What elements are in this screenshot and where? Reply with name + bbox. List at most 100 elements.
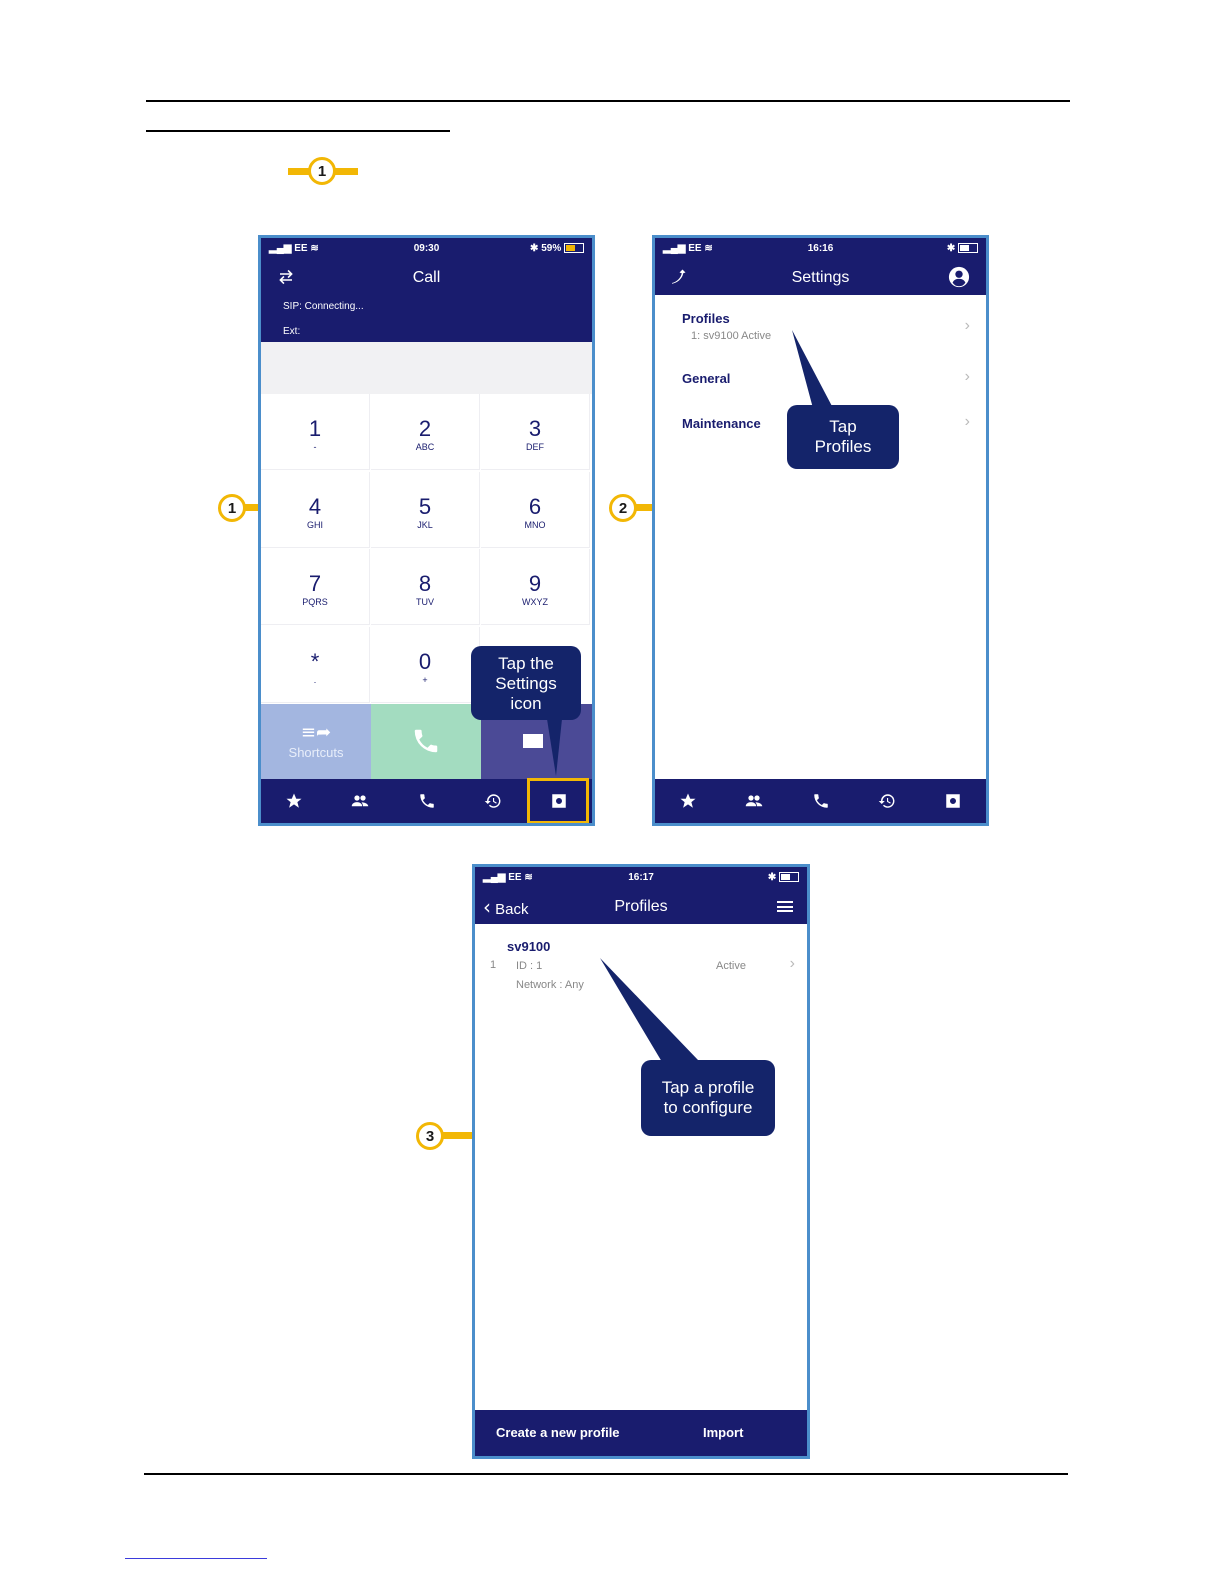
tab-bar (655, 779, 986, 823)
dial-key[interactable]: 0+ (371, 626, 480, 703)
dial-key[interactable]: 1- (261, 394, 370, 470)
bluetooth-icon: ✱ (767, 872, 777, 883)
call-button[interactable] (371, 704, 481, 780)
battery-icon (779, 872, 799, 883)
callout-line: Tap the (498, 654, 554, 673)
row-subtitle: 1: sv9100 Active (691, 330, 772, 342)
chevron-right-icon: › (964, 413, 970, 430)
chevron-right-icon: › (964, 368, 970, 385)
dial-key-digit: 8 (418, 571, 432, 596)
dial-key-digit: 3 (528, 416, 542, 441)
profile-id: ID : 1 (516, 960, 543, 972)
shortcuts-button[interactable]: ≡➦ Shortcuts (261, 704, 371, 780)
dial-key-letters: + (422, 674, 428, 685)
profile-network: Network : Any (516, 979, 584, 991)
settings-icon (552, 794, 566, 808)
tab-call[interactable] (393, 779, 459, 823)
dial-key-letters: GHI (306, 519, 323, 530)
callout-line: icon (510, 694, 542, 713)
dial-key-letters: - (313, 442, 317, 452)
back-button[interactable]: ‹ Back (483, 895, 529, 919)
back-label: Back (495, 901, 529, 918)
swap-icon[interactable] (277, 268, 295, 286)
dial-key-letters: TUV (416, 597, 434, 607)
carrier: EE (508, 872, 522, 883)
status-time: 16:16 (807, 243, 834, 254)
sip-status: SIP: Connecting... (283, 301, 364, 312)
page-title: Settings (791, 269, 850, 286)
handset-icon (414, 729, 438, 753)
profile-list-item[interactable]: sv9100 1 ID : 1 Network : Any Active › (475, 935, 807, 1001)
import-button[interactable]: Import (703, 1425, 744, 1440)
dial-key-digit: 6 (528, 493, 542, 519)
profile-index: 1 (490, 959, 497, 971)
dial-key-digit: 2 (418, 416, 432, 441)
profile-state: Active (716, 960, 746, 972)
tab-contacts[interactable] (721, 779, 787, 823)
tab-settings[interactable] (526, 779, 592, 823)
callout-tap-profiles: Tap Profiles (787, 405, 899, 469)
dial-key-letters: JKL (417, 519, 433, 530)
ext-label: Ext: (283, 326, 301, 337)
call-header: ▂▄▆ EE ≋ 09:30 ✱ 59% Call SIP: Connectin… (261, 238, 592, 342)
settings-icon (946, 794, 960, 808)
footer-link-underline (125, 1558, 267, 1559)
dial-key[interactable]: *. (261, 626, 370, 703)
dial-key-letters: ABC (415, 442, 435, 452)
wifi-icon: ≋ (310, 243, 319, 254)
shortcuts-label: Shortcuts (288, 745, 344, 760)
star-icon (286, 793, 302, 808)
dial-key-digit: 0 (418, 648, 432, 674)
dial-key-digit: 7 (308, 571, 322, 596)
handset-icon[interactable] (669, 268, 687, 286)
tab-call[interactable] (787, 779, 853, 823)
phone-icon (419, 794, 434, 808)
profiles-header: ▂▄▆ EE ≋ 16:17 ✱ ‹ Back Profiles (475, 867, 807, 924)
callout-line: Tap a profile (661, 1078, 755, 1097)
phone-icon (813, 794, 828, 808)
dial-key-digit: 9 (528, 571, 542, 596)
callout-tap-settings: Tap the Settings icon (471, 646, 581, 720)
menu-icon[interactable] (777, 901, 793, 912)
tab-settings[interactable] (920, 779, 986, 823)
dial-display[interactable] (261, 342, 592, 394)
settings-row-maintenance[interactable]: Maintenance › (655, 404, 986, 444)
account-icon[interactable] (948, 266, 970, 288)
settings-row-profiles[interactable]: Profiles 1: sv9100 Active › (655, 295, 986, 351)
dial-key-letters: MNO (524, 519, 546, 530)
tab-favorites[interactable] (261, 779, 327, 823)
shortcuts-icon: ≡➦ (300, 722, 332, 743)
tab-history[interactable] (460, 779, 526, 823)
settings-header: ▂▄▆ EE ≋ 16:16 ✱ Settings (655, 238, 986, 295)
create-profile-button[interactable]: Create a new profile (496, 1425, 620, 1440)
tab-contacts[interactable] (327, 779, 393, 823)
signal-icon: ▂▄▆ (483, 872, 506, 883)
signal-icon: ▂▄▆ (269, 243, 292, 254)
marker-bar (240, 504, 262, 511)
wifi-icon: ≋ (704, 243, 713, 254)
header-rule (146, 100, 1070, 102)
dial-key-letters: PQRS (302, 597, 328, 607)
wifi-icon: ≋ (524, 872, 533, 883)
profile-name: sv9100 (507, 939, 551, 954)
profiles-footer: Create a new profile Import (475, 1410, 807, 1456)
callout-tap-profile: Tap a profile to configure (641, 1060, 775, 1136)
tab-favorites[interactable] (655, 779, 721, 823)
settings-row-general[interactable]: General › (655, 358, 986, 398)
tab-history[interactable] (854, 779, 920, 823)
bluetooth-icon: ✱ (530, 243, 539, 254)
dial-key-digit: 5 (418, 493, 432, 519)
callout-line: to configure (663, 1098, 753, 1117)
status-time: 09:30 (413, 243, 440, 254)
chevron-right-icon: › (964, 317, 970, 334)
dial-key-digit: * (310, 648, 320, 674)
dial-key-digit: 4 (308, 493, 322, 519)
